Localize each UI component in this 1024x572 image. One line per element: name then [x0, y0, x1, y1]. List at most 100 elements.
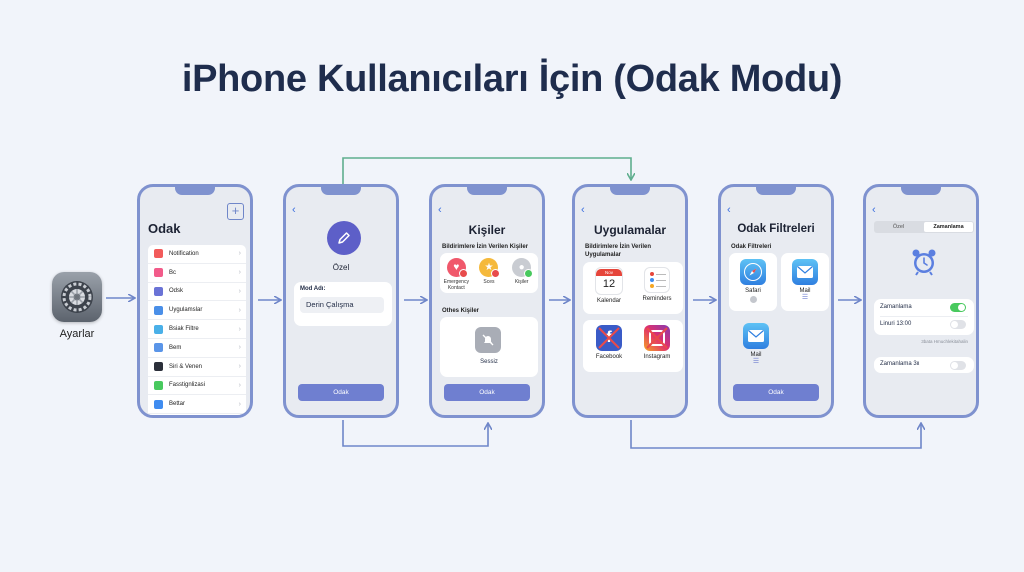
kisiler-title: Kişiler — [468, 223, 506, 237]
phone-zamanlama: ‹ Özel Zamanlama Zamanlama Linuri 13:00 … — [863, 184, 979, 418]
list-item[interactable]: Siri & Venen › — [148, 358, 246, 377]
back-chevron-icon[interactable]: ‹ — [727, 204, 731, 216]
apps-card-bottom: f Facebook Instagram — [583, 320, 683, 372]
bell-slash-icon — [475, 327, 501, 353]
list-item[interactable]: Fasstignlizasi› — [148, 377, 246, 396]
other-people-heading: Othes Kişiler — [442, 308, 480, 314]
calendar-icon: Nov 12 — [595, 267, 623, 295]
silent-label: Sessiz — [480, 359, 498, 365]
list-item[interactable]: Karanlor› — [148, 414, 246, 415]
phone-notch — [610, 187, 650, 195]
schedule-note: 3bata Hmuchlekitahalin — [921, 339, 968, 344]
sound-icon — [154, 268, 163, 278]
time-toggle[interactable] — [950, 320, 966, 329]
back-chevron-icon[interactable]: ‹ — [292, 204, 296, 216]
segmented-control: Özel Zamanlama — [874, 221, 974, 233]
list-item-label: Bsiak Filtre — [169, 326, 199, 333]
facebook-icon: f — [596, 325, 622, 351]
siri-icon — [154, 362, 163, 372]
star-icon: ★ — [479, 258, 501, 278]
list-item-label: Bem — [169, 344, 182, 351]
mail-icon — [792, 259, 818, 285]
app-instagram[interactable]: Instagram — [637, 325, 677, 360]
phone-odak-filtreleri: ‹ Odak Filtreleri Odak Filtreleri Safari… — [718, 184, 834, 418]
list-item-label: Uygulamslar — [169, 307, 203, 314]
app-label: Mail — [750, 352, 762, 358]
list-item[interactable]: Bem › — [148, 339, 246, 358]
arrow-2-to-3-bottom — [342, 420, 488, 447]
chevron-right-icon: › — [238, 344, 241, 352]
segment-zamanlama[interactable]: Zamanlama — [924, 222, 973, 232]
battery-icon — [154, 380, 163, 390]
moon-icon — [154, 286, 163, 296]
contact-item[interactable]: ★Sces — [475, 258, 503, 293]
back-chevron-icon[interactable]: ‹ — [438, 204, 442, 216]
list-item[interactable]: Bc› — [148, 264, 246, 283]
allowed-people-heading: Bildirimlere İzin Verilen Kişiler — [442, 244, 529, 250]
phone-ozel: ‹ Özel Mod Adı: Derin Çalışma Odak — [283, 184, 399, 418]
mode-name-field[interactable]: Derin Çalışma — [300, 297, 384, 313]
contact-item[interactable]: ♥Emergency Kontact — [442, 258, 470, 293]
odak-settings-list: Notification›Bc›Odsk›Uygulamslar›Bsiak F… — [148, 245, 246, 415]
app-label: Kalendar — [596, 298, 622, 304]
plus-icon[interactable]: + — [227, 203, 244, 220]
list-item[interactable]: Uygulamslar › — [148, 301, 246, 321]
odak-button[interactable]: Odak — [298, 384, 384, 401]
filter-safari[interactable]: Safari — [729, 253, 777, 311]
app-label: Instagram — [643, 354, 671, 360]
divider — [880, 316, 968, 317]
app-label: Mail — [799, 288, 811, 294]
widget-icon — [154, 399, 163, 409]
app-facebook[interactable]: f Facebook — [589, 325, 629, 360]
mail-icon — [743, 323, 769, 349]
list-icon — [154, 343, 163, 353]
back-chevron-icon[interactable]: ‹ — [872, 204, 876, 216]
apps-card-top: Nov 12 Kalendar Reminders — [583, 262, 683, 314]
list-item-label: Siri & Venen — [169, 363, 203, 370]
chevron-right-icon: › — [238, 250, 241, 258]
phone-uygulamalar: ‹ Uygulamalar Bildirimlere İzin Verilen … — [572, 184, 688, 418]
chevron-right-icon: › — [238, 306, 241, 314]
list-item[interactable]: Odsk› — [148, 283, 246, 302]
silent-card[interactable]: Sessiz — [440, 317, 538, 377]
odak-button[interactable]: Odak — [733, 384, 819, 401]
phone-kisiler: ‹ Kişiler Bildirimlere İzin Verilen Kişi… — [429, 184, 545, 418]
chevron-right-icon: › — [238, 400, 241, 408]
segment-ozel[interactable]: Özel — [892, 224, 905, 230]
schedule-row3-label: Zamanlama 3ιι — [880, 361, 920, 367]
schedule-toggle[interactable] — [950, 303, 966, 312]
settings-app[interactable]: Ayarlar — [50, 272, 104, 340]
contact-item[interactable]: ●Kişiler — [508, 258, 536, 293]
mode-name-card: Mod Adı: Derin Çalışma — [294, 282, 392, 326]
contact-label: Emergency Kontact — [443, 279, 469, 291]
phone-notch — [901, 187, 941, 195]
list-item-label: Odsk — [169, 288, 184, 295]
filter-mail-2[interactable]: Mail ☰ — [736, 321, 776, 377]
filter-mail[interactable]: Mail ☰ — [781, 253, 829, 311]
list-item[interactable]: Bsiak Filtre› — [148, 320, 246, 339]
list-item[interactable]: Notification› — [148, 245, 246, 264]
sliders-icon: ☰ — [752, 358, 760, 365]
odak-button[interactable]: Odak — [444, 384, 530, 401]
contact-label: Kişiler — [514, 279, 529, 285]
person-icon: ● — [512, 258, 534, 278]
schedule-row-label: Zamanlama — [880, 304, 912, 310]
list-item[interactable]: Bettar› — [148, 395, 246, 415]
chevron-right-icon: › — [238, 363, 241, 371]
calendar-day: 12 — [602, 278, 616, 290]
phone-notch — [756, 187, 796, 195]
instagram-icon — [644, 325, 670, 351]
app-reminders[interactable]: Reminders — [637, 267, 677, 302]
status-badge — [491, 269, 501, 278]
page-title: iPhone Kullanıcıları İçin (Odak Modu) — [181, 58, 843, 100]
app-kalendar[interactable]: Nov 12 Kalendar — [589, 267, 629, 304]
heart-icon: ♥ — [446, 258, 468, 278]
schedule-row3-toggle[interactable] — [950, 360, 966, 370]
app-label: Reminders — [642, 296, 672, 302]
arrow-4-to-6-bottom — [630, 420, 921, 449]
schedule-card-2: Zamanlama 3ιι — [874, 357, 974, 373]
allowed-apps-heading: Bildirimlere İzin Verilen Uygulamalar — [585, 244, 652, 258]
sliders-icon: ☰ — [801, 294, 809, 301]
gear-icon — [52, 272, 102, 322]
back-chevron-icon[interactable]: ‹ — [581, 204, 585, 216]
